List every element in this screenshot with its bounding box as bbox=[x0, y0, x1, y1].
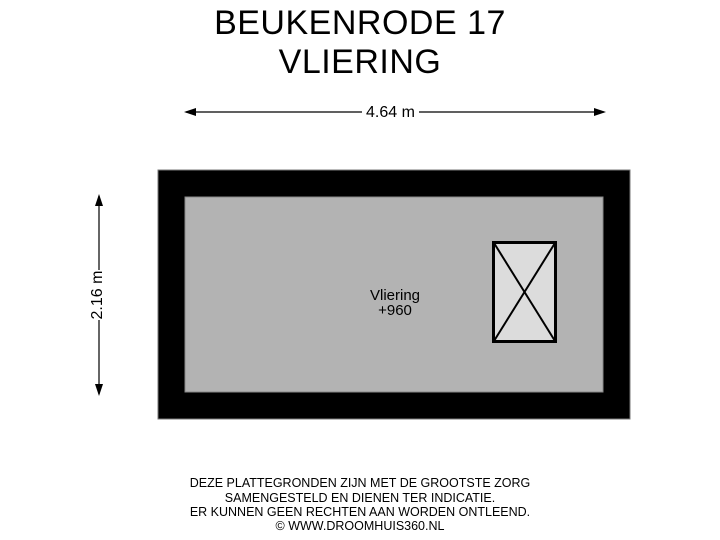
copyright-line: © WWW.DROOMHUIS360.NL bbox=[275, 519, 445, 533]
floor-title: VLIERING bbox=[278, 43, 442, 81]
address-title: BEUKENRODE 17 bbox=[214, 4, 506, 42]
width-dimension-label: 4.64 m bbox=[362, 104, 419, 122]
attic-hatch-icon bbox=[492, 241, 557, 343]
disclaimer-line: DEZE PLATTEGRONDEN ZIJN MET DE GROOTSTE … bbox=[189, 476, 531, 490]
room-name-label: Vliering bbox=[369, 287, 421, 304]
room-level-label: +960 bbox=[378, 302, 412, 319]
disclaimer-line: ER KUNNEN GEEN RECHTEN AAN WORDEN ONTLEE… bbox=[189, 505, 531, 519]
disclaimer-line: SAMENGESTELD EN DIENEN TER INDICATIE. bbox=[224, 491, 496, 505]
height-dimension-label: 2.16 m bbox=[89, 270, 107, 320]
